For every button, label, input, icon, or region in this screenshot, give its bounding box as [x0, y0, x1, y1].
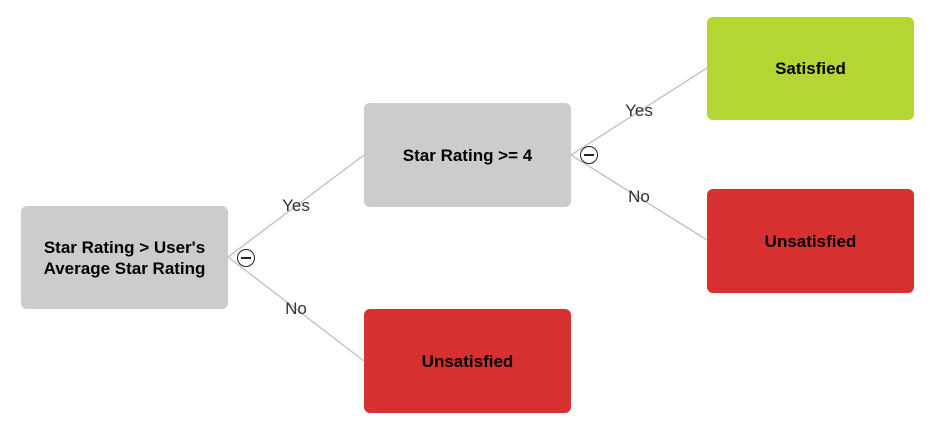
- minus-circle-icon[interactable]: [237, 249, 255, 267]
- edge-decision2-yes: [570, 67, 708, 156]
- leaf-satisfied[interactable]: Satisfied: [707, 17, 914, 120]
- leaf-unsatisfied-lower-label: Unsatisfied: [421, 351, 514, 371]
- edge-label-root-yes: Yes: [282, 196, 310, 215]
- edge-root-no: [227, 256, 365, 362]
- edge-decision2-no: [570, 154, 708, 241]
- root-decision-node[interactable]: Star Rating > User's Average Star Rating: [21, 206, 228, 309]
- leaf-satisfied-label: Satisfied: [775, 59, 846, 78]
- minus-circle-icon[interactable]: [580, 146, 598, 164]
- edge-label-root-no: No: [285, 299, 307, 318]
- edge-root-yes: [227, 154, 365, 258]
- leaf-unsatisfied-lower[interactable]: Unsatisfied: [364, 309, 571, 413]
- edge-label-decision2-yes: Yes: [625, 101, 653, 120]
- decision-node-star-rating[interactable]: Star Rating >= 4: [364, 103, 571, 207]
- leaf-unsatisfied-upper[interactable]: Unsatisfied: [707, 189, 914, 293]
- decision-node-label: Star Rating >= 4: [402, 145, 533, 165]
- leaf-unsatisfied-upper-label: Unsatisfied: [764, 231, 857, 251]
- edge-label-decision2-no: No: [628, 187, 650, 206]
- root-label-line2: Average Star Rating: [43, 258, 206, 278]
- root-decision-label: Star Rating > User's Average Star Rating: [44, 237, 206, 279]
- root-label-line1: Star Rating > User's: [43, 237, 206, 257]
